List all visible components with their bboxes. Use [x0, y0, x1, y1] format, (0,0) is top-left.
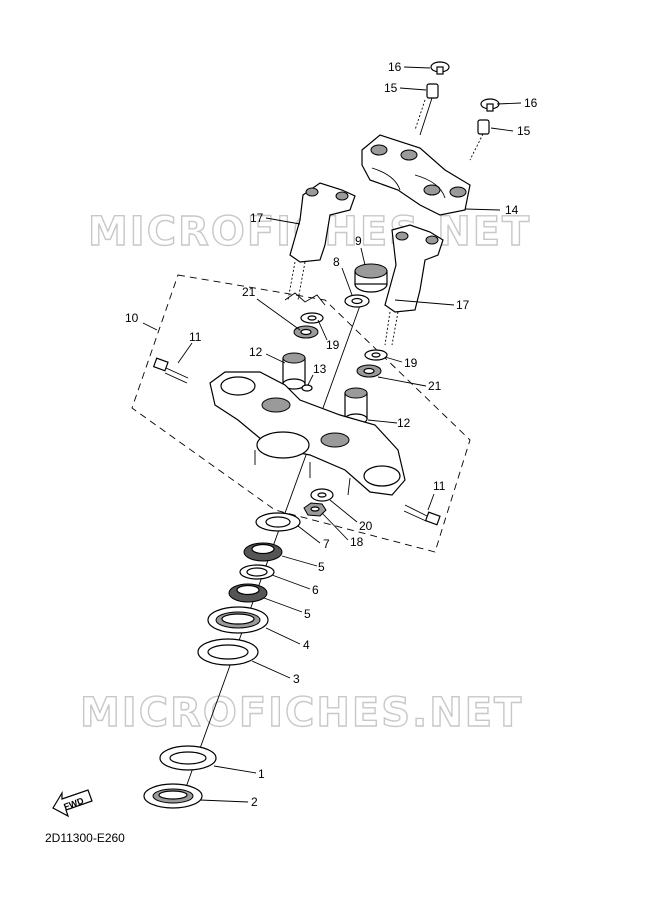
part-11-bolt-right [403, 504, 441, 526]
callout-13: 13 [313, 362, 327, 376]
upper-bracket-assembly-outline [131, 274, 471, 553]
callout-11-right: 11 [433, 479, 446, 493]
part-4-bearing-cover [207, 606, 269, 634]
diagram-code: 2D11300-E260 [45, 831, 125, 845]
fwd-arrow-icon: FWD [52, 789, 93, 818]
callout-3: 3 [293, 672, 300, 686]
callout-21-right: 21 [428, 379, 442, 393]
callout-15-right: 15 [517, 124, 531, 138]
callout-10: 10 [125, 311, 139, 325]
part-5-ring-nut-lower [228, 583, 268, 603]
callout-7: 7 [323, 537, 330, 551]
part-6-rubber-washer [239, 564, 275, 580]
callout-8: 8 [333, 255, 340, 269]
part-21-damper-right [356, 364, 382, 378]
upper-bracket [209, 371, 406, 496]
part-11-bolt-left [152, 357, 189, 384]
callout-18: 18 [350, 535, 364, 549]
callout-17-right: 17 [456, 298, 470, 312]
callout-17-left: 17 [250, 211, 264, 225]
part-7-lock-washer [255, 512, 301, 532]
callout-20: 20 [359, 519, 373, 533]
callout-19-left: 19 [326, 338, 340, 352]
callout-labels: 16 15 16 15 14 17 9 8 17 10 21 19 11 12 … [125, 60, 538, 809]
callout-14: 14 [505, 203, 519, 217]
part-14-handlebar-upper-holder [361, 134, 471, 216]
callout-2: 2 [251, 795, 258, 809]
part-12-bushing-left [282, 352, 306, 390]
part-2-lower-race [143, 783, 203, 809]
callout-5-lower: 5 [304, 607, 311, 621]
callout-16-left: 16 [388, 60, 402, 74]
part-17-handlebar-holder-right [384, 224, 444, 346]
watermark-lower: MICROFICHES.NET [80, 690, 523, 736]
callout-16-right: 16 [524, 96, 538, 110]
part-16-cap-left [430, 61, 450, 75]
callout-1: 1 [258, 767, 265, 781]
callout-15-left: 15 [384, 81, 398, 95]
part-13-small-plug [301, 384, 313, 392]
part-19-washer-left [300, 312, 324, 324]
callout-12-right: 12 [397, 416, 411, 430]
callout-12-left: 12 [249, 345, 263, 359]
part-5-ring-nut-upper [243, 542, 283, 562]
callout-19-right: 19 [404, 356, 418, 370]
leader-lines [142, 66, 522, 803]
part-3-upper-bearing [197, 638, 259, 666]
part-1-lower-bearing [159, 745, 217, 771]
part-21-damper-left [293, 325, 319, 339]
callout-5-upper: 5 [318, 560, 325, 574]
part-15-bolt-right [469, 119, 490, 161]
part-16-cap-right [480, 98, 500, 112]
callout-6: 6 [312, 583, 319, 597]
part-9-cap-nut [354, 263, 388, 293]
part-15-bolt-left [414, 83, 439, 136]
part-19-washer-right [364, 349, 388, 361]
part-8-washer [344, 294, 370, 308]
part-17-handlebar-holder-left [284, 182, 356, 306]
part-12-bushing-right [344, 387, 368, 425]
callout-21-left: 21 [242, 285, 256, 299]
callout-11-left: 11 [189, 330, 202, 344]
part-18-nut [303, 502, 327, 517]
part-20-washer [310, 488, 334, 502]
callout-4: 4 [303, 638, 310, 652]
callout-9: 9 [355, 234, 362, 248]
